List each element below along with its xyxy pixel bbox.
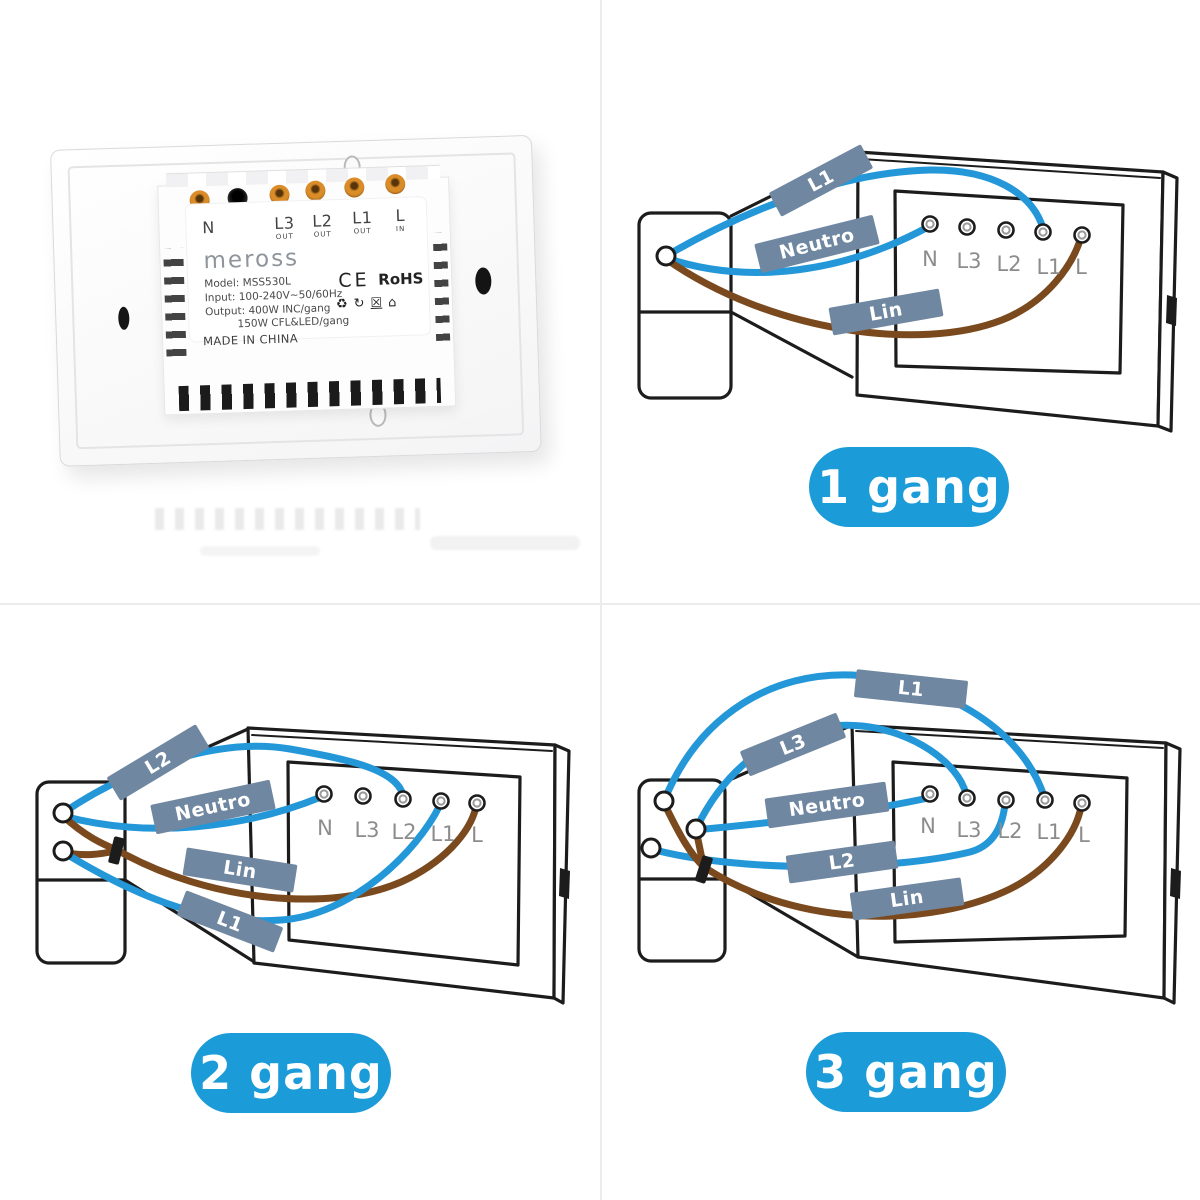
- wire-l1: [662, 166, 1047, 260]
- gang3-badge: 3 gang: [806, 1032, 1006, 1112]
- brand-wordmark: meross: [203, 245, 300, 275]
- wire-l2: [647, 800, 1009, 871]
- rohs-mark: RoHS: [377, 269, 424, 289]
- box-hole-1: [52, 802, 74, 824]
- green-dot-icon: ↻: [353, 296, 365, 312]
- panel-side-clip: [559, 868, 570, 899]
- made-in-line: MADE IN CHINA: [202, 331, 299, 349]
- terminal-label-l: L: [471, 823, 483, 847]
- model-line: Model: MSS530L: [204, 275, 292, 291]
- output-line2: 150W CFL&LED/gang: [237, 314, 350, 331]
- module-right-vents: [432, 232, 451, 341]
- terminals: [315, 785, 486, 812]
- module-bottom-vents: [178, 377, 442, 412]
- weee-bin-icon: ☒: [370, 295, 383, 312]
- ce-mark: CE: [337, 269, 370, 293]
- terminal-label-l1: L1: [430, 822, 456, 846]
- wire-l1: [59, 801, 444, 925]
- terminal-label-l3: L3: [956, 818, 982, 842]
- wire-l1: [660, 671, 1048, 805]
- terminals: [921, 215, 1091, 244]
- panel-side-clip: [1170, 868, 1181, 899]
- diagram-1gang: N L3 L2 L1 L L1 Neutro Lin 1 gang: [600, 0, 1200, 600]
- box-hole: [655, 245, 677, 267]
- terminal-label-l: L: [1078, 823, 1090, 847]
- terminal-label-l2: L2: [996, 252, 1022, 276]
- label-terminal-n: N: [201, 217, 216, 238]
- terminal-label-l2: L2: [391, 820, 417, 844]
- box-hole-2: [52, 840, 74, 862]
- terminal-label-n: N: [317, 816, 333, 840]
- diagram-2gang: N L3 L2 L1 L L2 Neutro Lin L1 2 gang: [0, 600, 600, 1200]
- cert-icon-row: ♻ ↻ ☒ ⌂: [336, 295, 397, 312]
- terminal-label-l1: L1: [1036, 255, 1062, 279]
- wire-neutro: [59, 793, 325, 832]
- cable-tie: [694, 855, 713, 884]
- reflection-smudge: [430, 536, 580, 550]
- terminal-label-l2: L2: [997, 819, 1023, 843]
- recycle-icon: ♻: [335, 296, 348, 313]
- box-hole-3: [640, 837, 662, 859]
- box-hole-2: [685, 818, 707, 840]
- gang2-badge: 2 gang: [191, 1033, 391, 1113]
- terminal-label-l3: L3: [354, 818, 380, 842]
- divider-vertical: [600, 0, 602, 1200]
- diagram-3gang: N L3 L2 L1 L L1 L3 Neutro L2 Lin 3 gang: [600, 600, 1200, 1200]
- house-icon: ⌂: [387, 295, 397, 311]
- terminal-label-n: N: [922, 247, 938, 271]
- plate-left-slot: [117, 306, 130, 330]
- terminal-label-l3: L3: [956, 249, 982, 273]
- reflection-vents: [155, 508, 420, 530]
- module-left-vents: [163, 247, 187, 357]
- wire-lin: [59, 803, 480, 903]
- divider-horizontal: [0, 603, 1200, 605]
- reflection-smudge2: [200, 546, 320, 556]
- terminal-label-n: N: [920, 814, 936, 838]
- wire-l3: [692, 721, 970, 833]
- terminal-label-l: L: [1075, 255, 1087, 279]
- wire-lin: [662, 233, 1085, 339]
- wire-neutro: [662, 223, 932, 276]
- panel-side-clip: [1166, 295, 1177, 326]
- terminals: [921, 785, 1091, 812]
- terminal-label-l1: L1: [1036, 820, 1062, 844]
- gang1-badge: 1 gang: [809, 447, 1009, 527]
- cable-tie: [108, 836, 125, 865]
- box-hole-1: [653, 790, 675, 812]
- diagram-2gang-art: [35, 726, 571, 1005]
- product-reflection: [140, 502, 580, 592]
- diagram-1gang-art: [637, 150, 1179, 433]
